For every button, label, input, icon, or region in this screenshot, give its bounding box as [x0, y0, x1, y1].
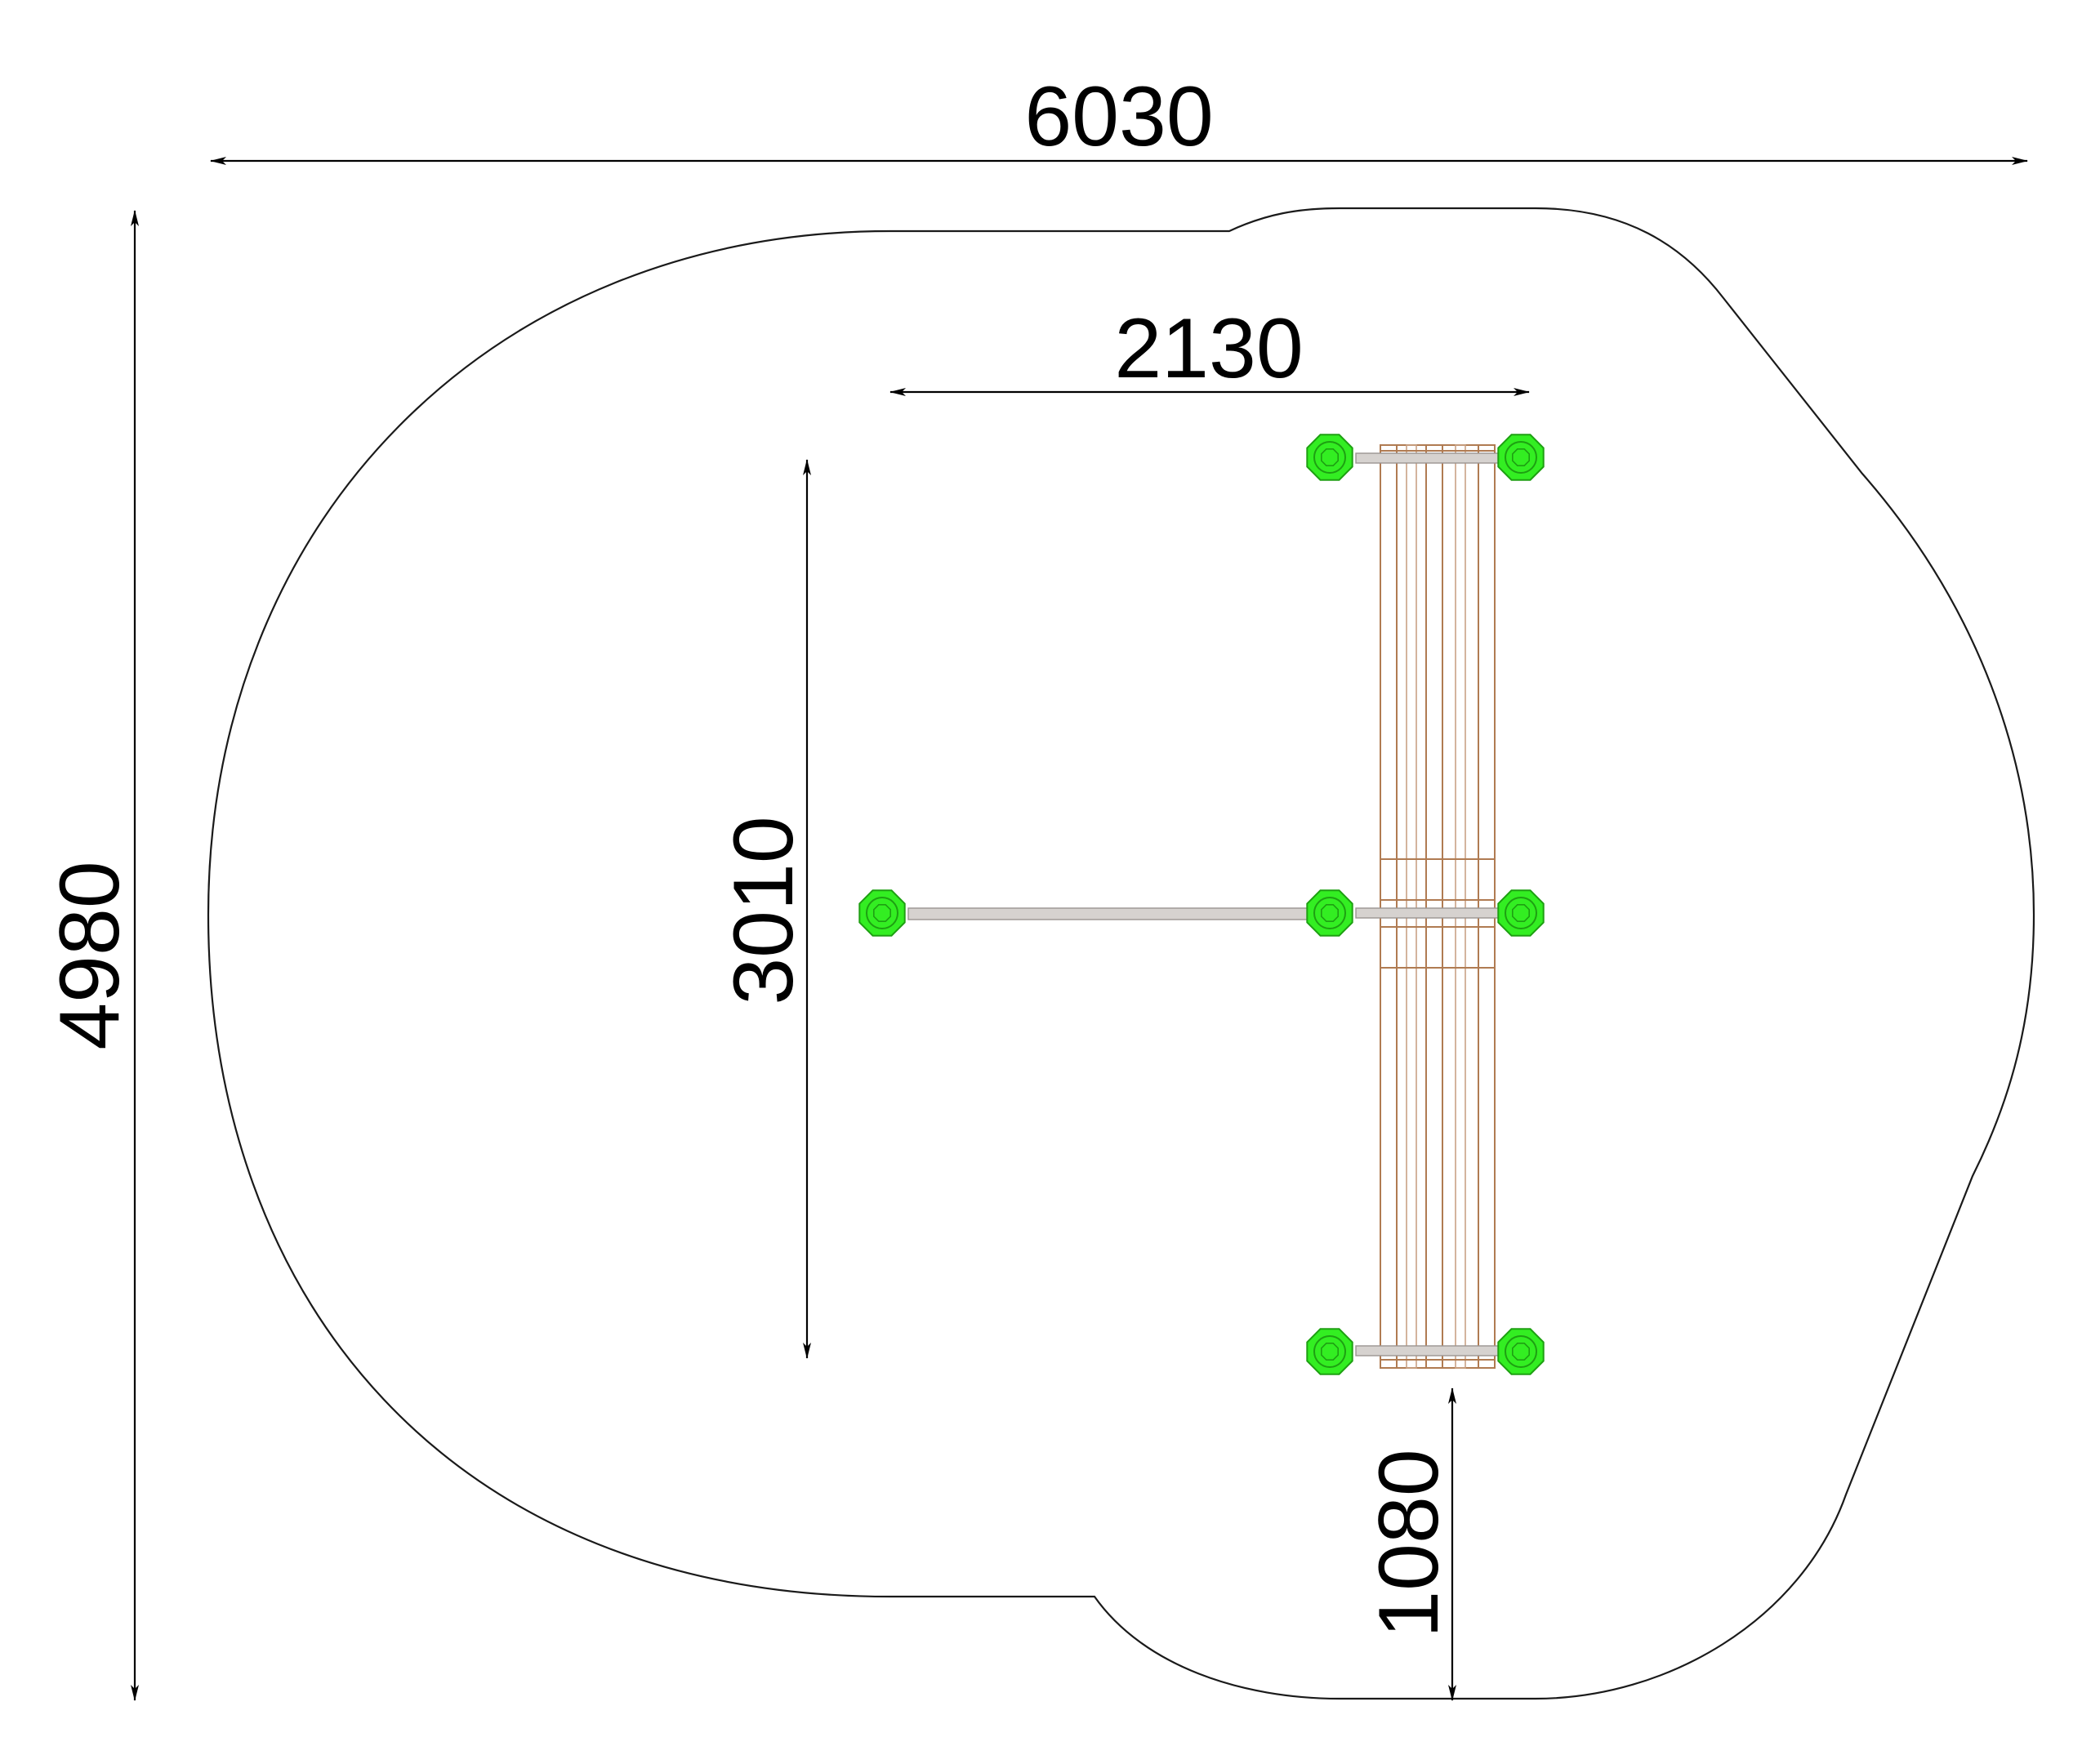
post-middle-right-core — [1512, 904, 1530, 922]
dimension-label-edge-clearance: 1080 — [1362, 1449, 1456, 1637]
beam-frame — [1380, 444, 1496, 1369]
beam-rail-3 — [1425, 444, 1443, 1369]
post-middle-left-icon — [1306, 889, 1353, 937]
dimension-label-equipment-depth: 3010 — [716, 816, 811, 1004]
post-top-left-core — [1321, 448, 1339, 467]
post-middle-left-core — [1321, 904, 1339, 922]
post-top-left-ring — [1313, 441, 1346, 474]
dimension-label-equipment-width: 2130 — [1114, 301, 1303, 396]
post-far-left-icon — [858, 889, 906, 937]
safety-zone-outline — [207, 207, 2035, 1700]
crossbar-middle — [1355, 907, 1520, 919]
connector-bar-left — [907, 907, 1324, 920]
dimension-label-overall-width: 6030 — [1024, 69, 1213, 164]
post-bottom-right-ring — [1505, 1335, 1537, 1368]
beam-rail-2 — [1406, 444, 1417, 1369]
crossbar-top — [1355, 452, 1520, 464]
post-bottom-left-icon — [1306, 1328, 1353, 1375]
beam-rail-4 — [1455, 444, 1466, 1369]
post-middle-right-ring — [1505, 897, 1537, 929]
post-far-left-core — [873, 904, 891, 922]
post-top-right-icon — [1497, 434, 1545, 481]
post-bottom-right-icon — [1497, 1328, 1545, 1375]
beam-rail-1 — [1380, 444, 1398, 1369]
crossbar-bottom — [1355, 1345, 1520, 1356]
dimension-label-overall-depth: 4980 — [42, 861, 137, 1049]
post-middle-left-ring — [1313, 897, 1346, 929]
posts-group — [858, 434, 1545, 1375]
post-top-right-ring — [1505, 441, 1537, 474]
post-top-right-core — [1512, 448, 1530, 467]
beam-rail-5 — [1478, 444, 1496, 1369]
post-middle-right-icon — [1497, 889, 1545, 937]
post-bottom-left-core — [1321, 1343, 1339, 1361]
post-bottom-left-ring — [1313, 1335, 1346, 1368]
post-top-left-icon — [1306, 434, 1353, 481]
post-bottom-right-core — [1512, 1343, 1530, 1361]
post-far-left-ring — [866, 897, 898, 929]
